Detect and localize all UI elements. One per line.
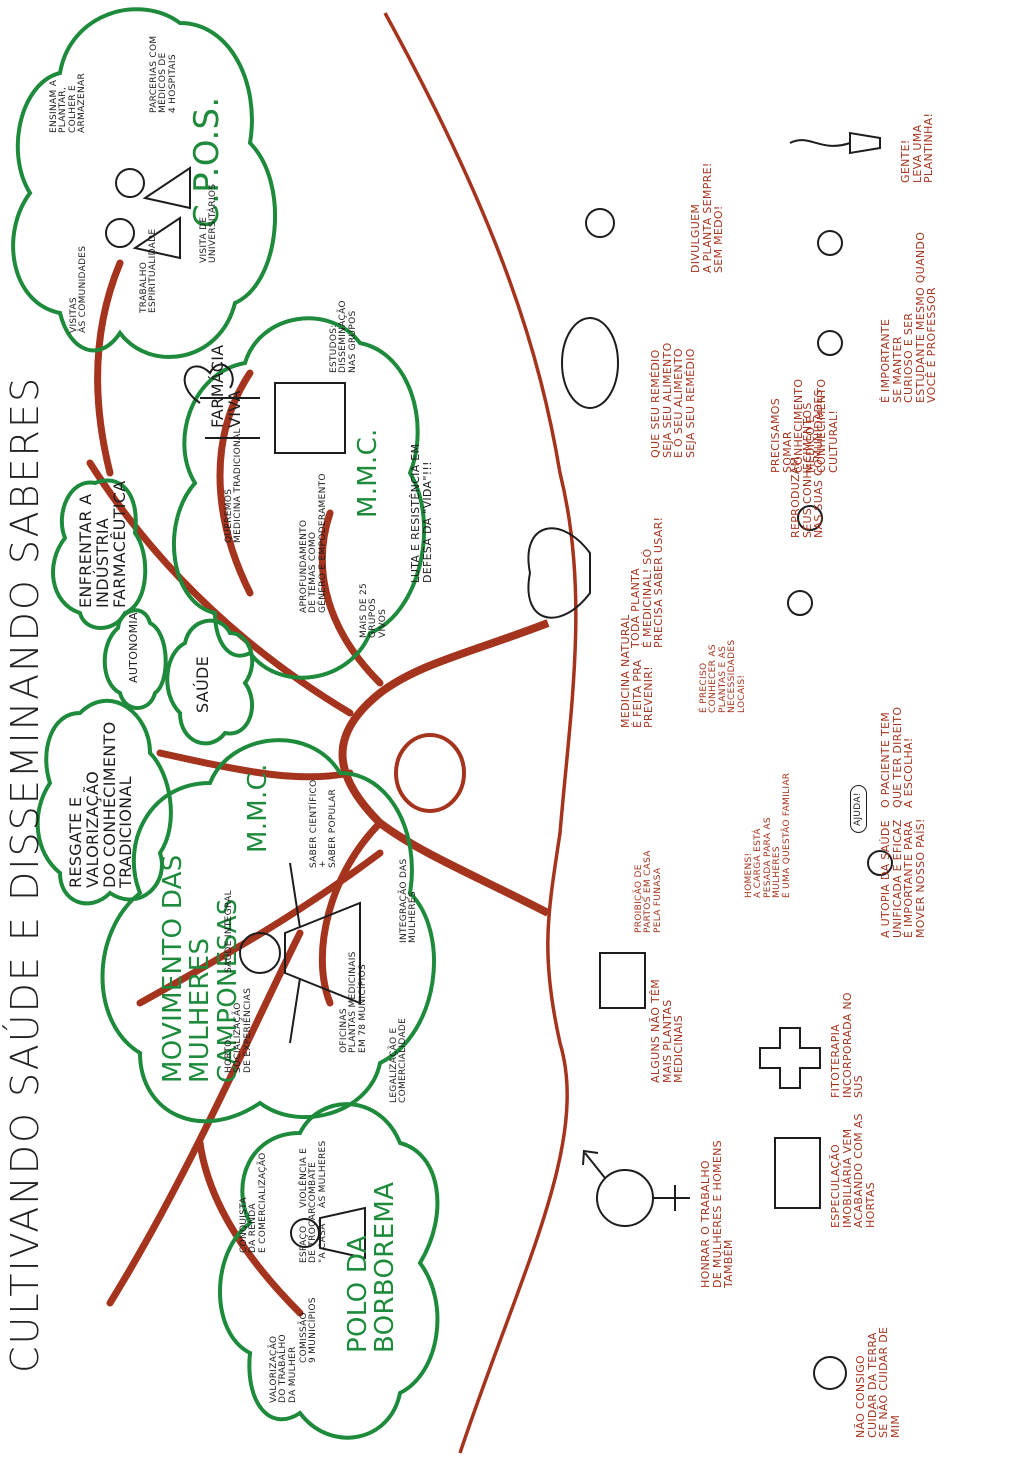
tree-branches xyxy=(86,259,384,1317)
mmc2-heading: FARMÁCIA VIVA xyxy=(208,344,244,428)
professor-icon xyxy=(817,230,843,256)
root-note-18: GENTE! LEVA UMA PLANTINHA! xyxy=(899,112,936,183)
canopy-clouds xyxy=(11,7,440,1440)
branch-enfrentar: ENFRENTAR A INDÚSTRIA FARMACÊUTICA xyxy=(76,480,129,608)
mmc2-name: M.M.C. xyxy=(353,428,383,518)
mmc2-item-4: LUTA e RESISTÊNCIA em DEFESA da "VIDA"!!… xyxy=(409,443,434,583)
book-icon xyxy=(599,952,646,1009)
cloud-mmc2 xyxy=(172,316,427,680)
cpos-item-1: VISITAS às COMUNIDADES xyxy=(69,245,89,333)
mmc2-item-1: QUEREMOS MEDICINA TRADICIONAL xyxy=(224,428,244,543)
mmc1-item-3: OFICINAS PLANTAS MEDICINAIS em 78 MUNICÍ… xyxy=(339,951,368,1053)
ground-line xyxy=(383,12,578,1454)
cpos-item-2: TRABALHO ESPIRITUALIDADE xyxy=(139,228,159,313)
polo-item-3: VIOLÊNCIA e COMBATE às MULHERES xyxy=(299,1140,328,1208)
leaf-icon xyxy=(527,527,591,619)
cpos-item-4: PARCERIAS com MÉDICOS de 4 HOSPITAIS xyxy=(149,35,178,113)
polo-item-4: ESPAÇO DE TROCAR "A CASA" xyxy=(299,1207,328,1263)
student-icon xyxy=(817,330,843,356)
mmc1-item-2: HORTO: SOCIALIZAÇÃO DE EXPERIÊNCIAS xyxy=(224,987,253,1073)
cloud-autonomia xyxy=(102,608,168,710)
root-note-11: TODA PLANTA é MEDICINAL! SÓ PRECISA SABE… xyxy=(629,516,666,648)
medical-cross-icon xyxy=(759,1027,821,1089)
cloud-cpos xyxy=(11,7,277,359)
potted-plant-icon xyxy=(789,131,881,155)
root-note-8: HOMENS! A CARGA ESTÁ PESADA PARA as MULH… xyxy=(744,772,792,898)
root-note-1: NÃO CONSIGO CUIDAR da TERRA SE NÃO CUIDA… xyxy=(854,1326,902,1438)
fruit-bowl-icon xyxy=(561,317,619,409)
mmc1-item-6: LEGALIZAÇÃO e COMERCIALIDADE xyxy=(389,1017,409,1103)
root-note-12: É PRECISO CONHECER AS PLANTAS e as NECES… xyxy=(699,639,747,713)
root-note-4: FITOTERAPIA INCORPORADA no SUS xyxy=(829,992,866,1098)
root-note-5: ALGUNS NÃO TÊM MAIS PLANTAS MEDICINAIS xyxy=(649,978,686,1083)
root-note-3: ESPECULAÇÃO IMOBILIÁRIA VEM ACABANDO com… xyxy=(829,1113,877,1228)
root-icons xyxy=(527,131,893,1390)
root-note-10: O PACIENTE TEM QUE TER DIREITO A ESCOLHA… xyxy=(879,706,916,808)
cpos-item-3: ENSINAM A PLANTAR, COLHER e ARMAZENAR xyxy=(49,72,88,133)
farmacia-viva-icon xyxy=(274,382,346,454)
speech-bubble-ajuda: AJUDA! xyxy=(850,785,868,833)
person-reading-icon xyxy=(867,850,893,876)
doctor-icon xyxy=(787,590,813,616)
cloud-mmc1 xyxy=(100,738,436,1124)
tree-icon xyxy=(183,363,234,404)
root-note-6: PROIBIÇÃO DE PARTOS em CASA PELA FUNASA xyxy=(634,850,663,933)
mmc1-item-5: INTEGRAÇÃO DAS MULHERES xyxy=(399,858,419,943)
trunk-ring xyxy=(394,733,466,813)
cloud-enfrentar xyxy=(51,478,148,630)
page-title: CULTIVANDO SAÚDE E DISSEMINANDO SABERES xyxy=(3,375,47,1373)
root-note-17: É IMPORTANTE SE MANTER CURIOSO E SER EST… xyxy=(879,231,939,403)
root-note-15: PRECISAMOS SOMAR CONHECIMENTO MÉDICO e C… xyxy=(769,378,840,473)
cloud-resgate xyxy=(35,698,173,906)
root-note-7: A UTOPIA da SAÚDE UNIFICADA e EFICAZ É I… xyxy=(879,818,927,938)
polo-item-1: VALORIZAÇÃO do TRABALHO da MULHER xyxy=(269,1334,298,1403)
mmc2-item-2: APROFUNDAMENTO de TEMAS como GÊNERO e EM… xyxy=(299,473,328,613)
woman-mmc-icon xyxy=(239,932,281,974)
cpos-people-icon xyxy=(105,218,135,248)
root-note-2: HONRAR o TRABALHO de MULHERES e HOMENS T… xyxy=(699,1140,736,1288)
figure-sketches xyxy=(105,166,366,1260)
branch-resgate: RESGATE e VALORIZAÇÃO do CONHECIMENTO TR… xyxy=(66,721,136,888)
root-note-16: DIVULGUEM A PLANTA SEMPRE! SEM MEDO! xyxy=(689,162,726,273)
cpos-item-5: VISITA de UNIVERSITÁRIOS xyxy=(199,183,219,263)
branch-saude: SAÚDE xyxy=(193,655,212,713)
polo-item-2: CONQUISTA da RENDA e COMERCIALIZAÇÃO xyxy=(239,1152,268,1253)
mmc2-item-5: MAIS DE 25 GRUPOS VIVOS xyxy=(359,582,388,638)
tree-trunk xyxy=(338,619,550,917)
mmc1-item-1: SAÚDE INTEGRAL xyxy=(224,890,234,973)
mmc2-item-3: ESTUDOS: DISSEMINAÇÃO NAS GRUPOS xyxy=(329,300,358,373)
polo-name: POLO DA BORBOREMA xyxy=(343,1181,401,1353)
mmc1-item-4: SABER CIENTÍFICO + SABER POPULAR xyxy=(309,779,338,868)
root-note-14: QUE SEU REMÉDIO SEJA SEU ALIMENTO E O SE… xyxy=(649,342,697,458)
mmc1-abbr: M.M.C. xyxy=(243,763,273,853)
patient-icon xyxy=(797,505,823,531)
building-icon xyxy=(774,1137,821,1209)
branch-autonomia: AUTONOMIA xyxy=(127,612,140,683)
megaphone-person-icon xyxy=(585,208,615,238)
person-pain-icon xyxy=(813,1356,847,1390)
gender-symbol-icon xyxy=(596,1169,654,1227)
polo-item-5: COMISSÃO 9 MUNICÍPIOS xyxy=(299,1297,319,1363)
